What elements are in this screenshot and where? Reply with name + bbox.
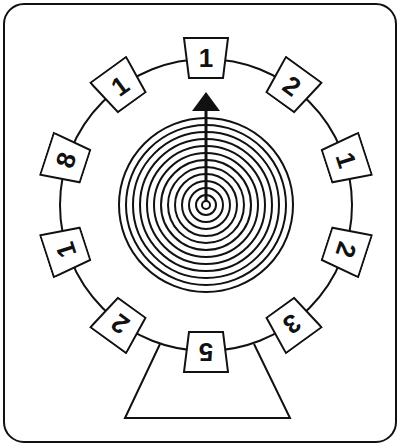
tab-number: 1 [183, 45, 229, 71]
card-frame [4, 4, 396, 442]
number-tab: 1 [183, 37, 229, 79]
pivot [202, 201, 210, 209]
number-tab: 5 [183, 331, 229, 373]
pointer-head [192, 92, 220, 111]
pointer-shaft [205, 110, 208, 205]
tab-number: 5 [183, 339, 229, 365]
wheel-rim [60, 59, 352, 351]
